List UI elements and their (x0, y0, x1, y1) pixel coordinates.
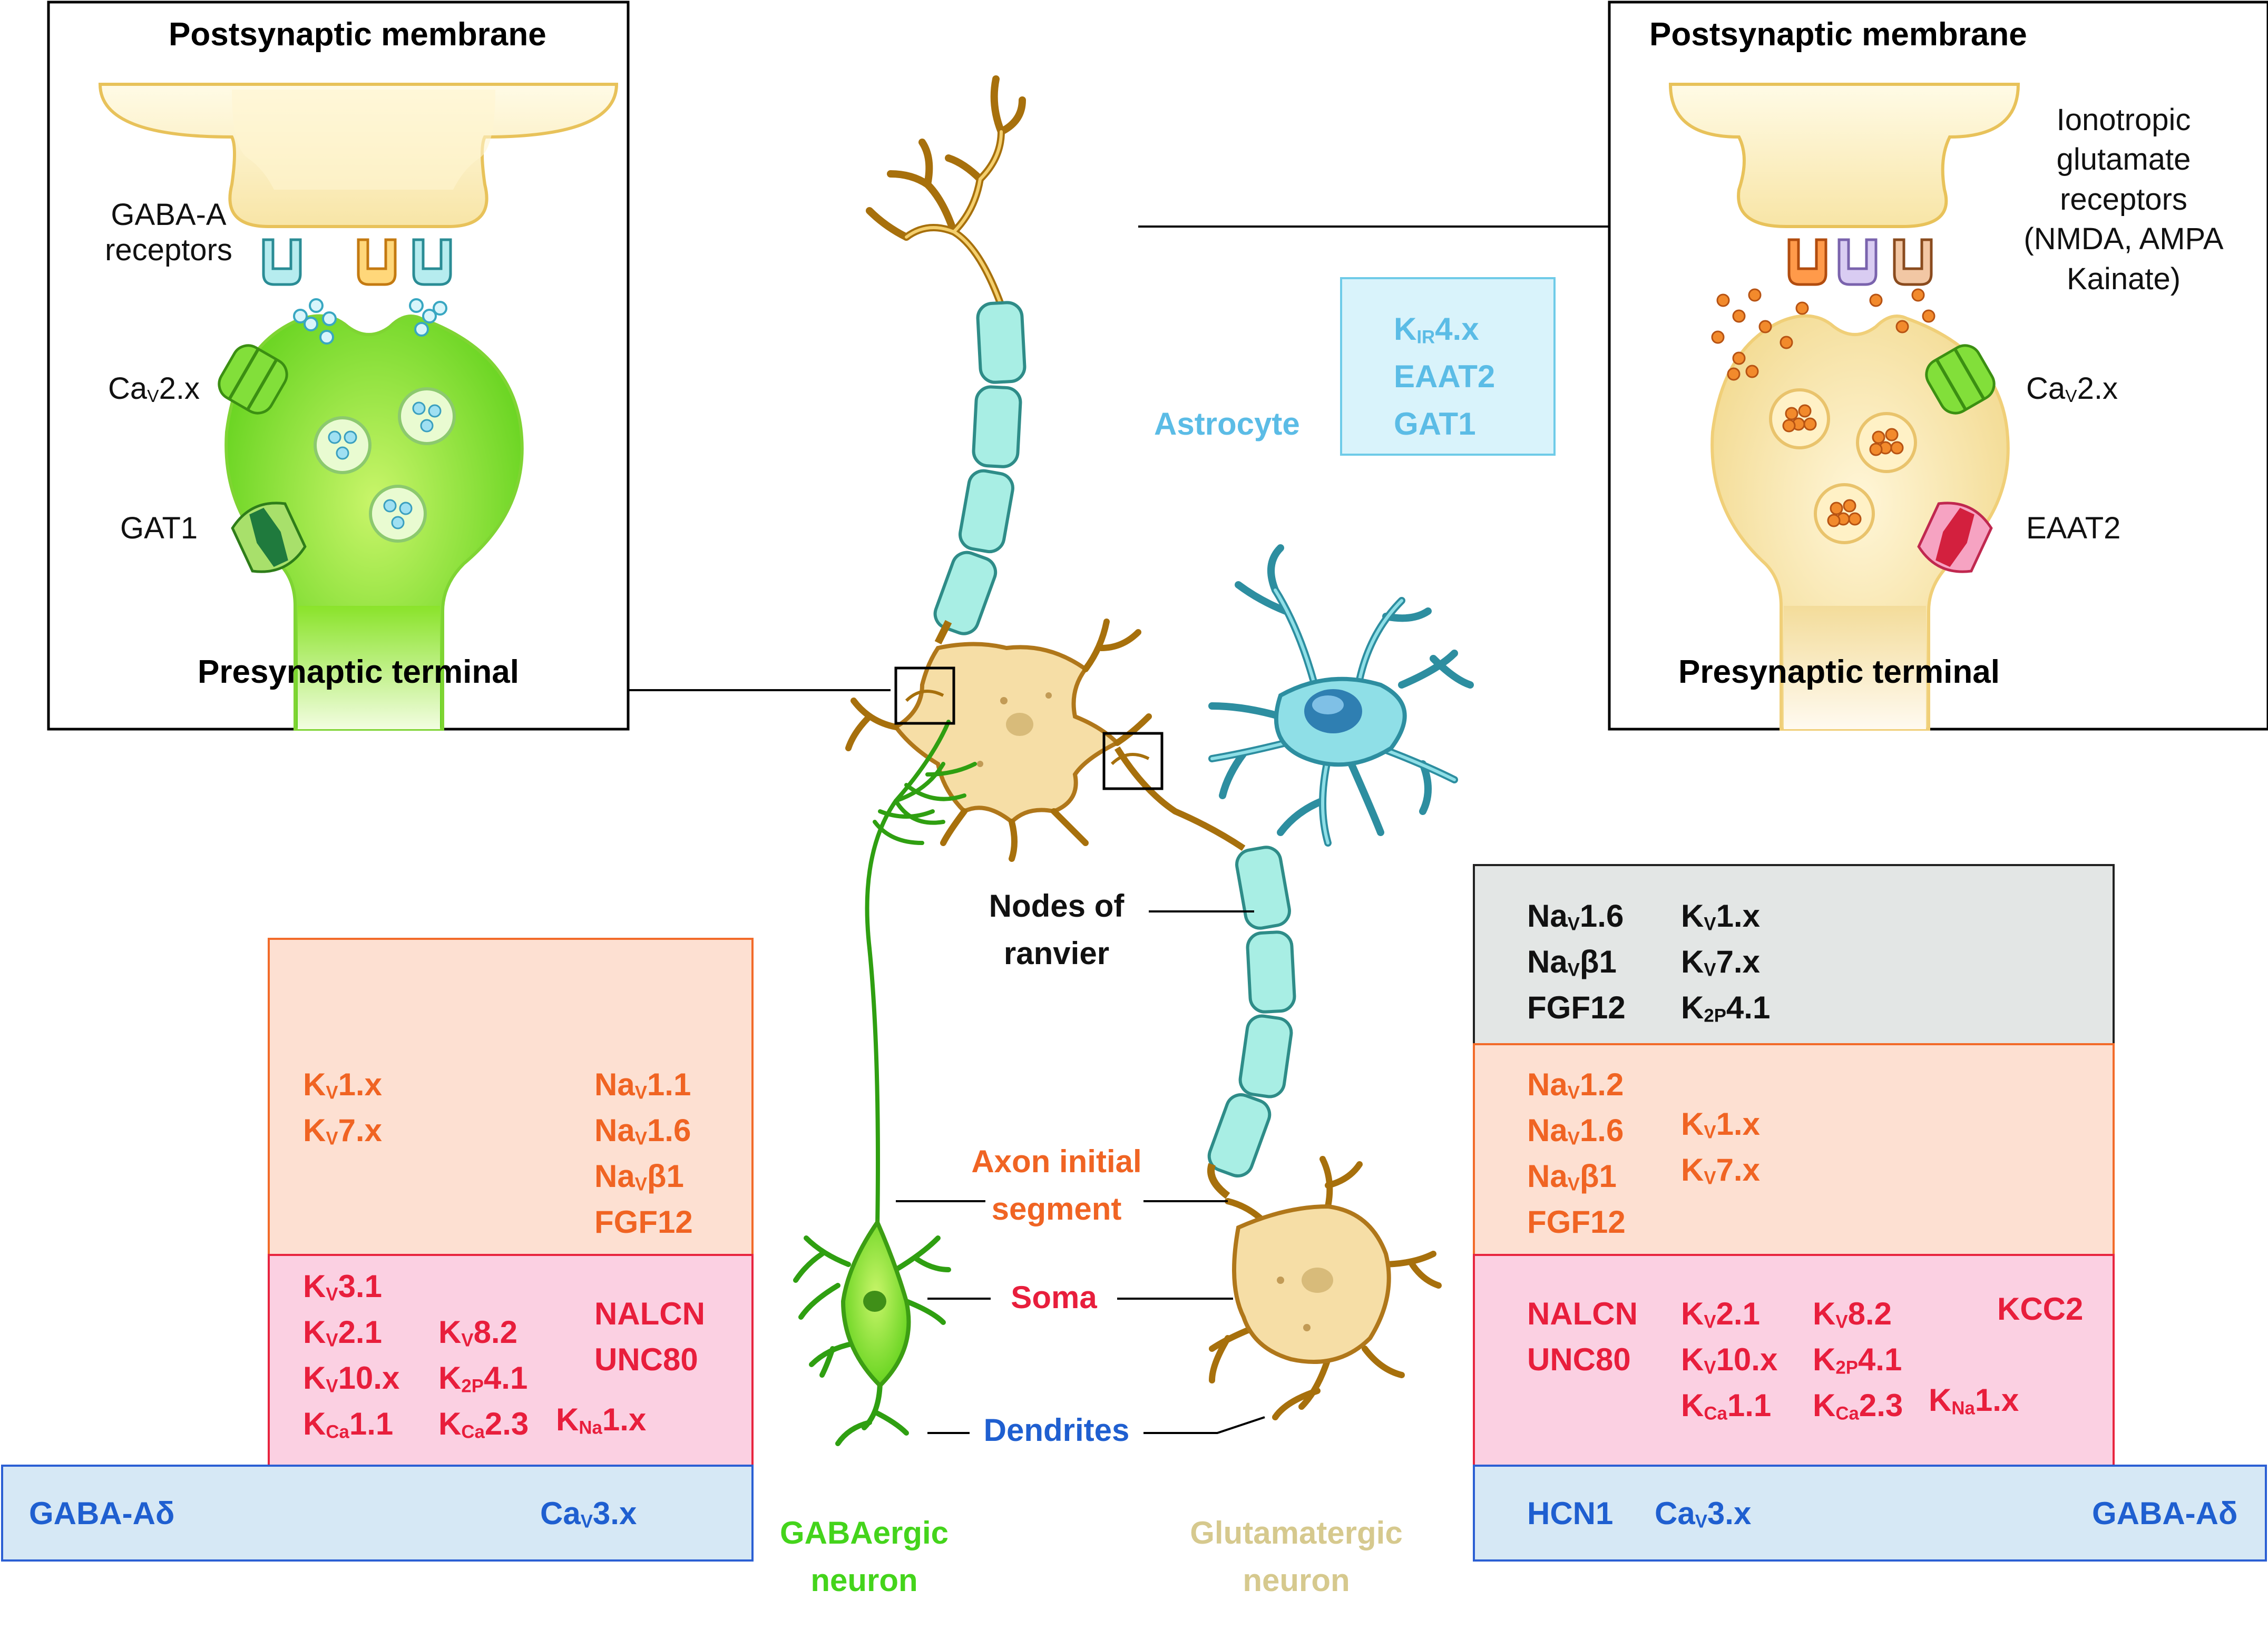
left-soma-kna: KNa1.x (556, 1402, 647, 1438)
gaba-inset-title: Postsynaptic membrane (169, 16, 546, 53)
left-ais-col2: NaV1.1 NaV1.6 NaVβ1 FGF12 (594, 1067, 693, 1240)
glu-eaat2-label: EAAT2 (2026, 511, 2121, 545)
glutamatergic-neuron-bottom (1209, 1156, 1442, 1420)
left-soma-col1: KV3.1 KV2.1 KV10.x KCa1.1 (303, 1269, 400, 1442)
gaba-gat1-label: GAT1 (120, 511, 198, 545)
gaba-a-receptor-icon (262, 238, 452, 286)
axon-initial-segment-label: Axon initial segment (971, 1144, 1142, 1226)
astrocyte-channels: KIR4.x EAAT2 GAT1 (1394, 311, 1495, 441)
right-soma-col1: NALCN UNC80 (1527, 1296, 1638, 1377)
left-ais-col1: KV1.x KV7.x (303, 1067, 382, 1149)
ionotropic-receptors-label: Ionotropic glutamate receptors (NMDA, AM… (2023, 103, 2224, 296)
synaptic-vesicle-icon (1769, 388, 1917, 544)
eaat2-transporter-icon (1917, 502, 1993, 573)
gabaergic-neuron-label: GABAergic neuron (779, 1515, 949, 1598)
gaba-synapse-inset (47, 1, 630, 731)
gabaergic-axon (865, 720, 977, 1230)
nodes-of-ranvier-label: Nodes of ranvier (989, 888, 1125, 971)
astrocyte-cell (1208, 544, 1474, 847)
left-dend-gaba-a-delta: GABA-Aδ (29, 1496, 175, 1531)
right-expression-panel (1473, 864, 2267, 1562)
gaba-a-receptors-label: GABA-A receptors (105, 198, 232, 267)
soma-label: Soma (1011, 1280, 1097, 1315)
glu-cav2-label: CaV2.x (2026, 371, 2118, 407)
right-dend-gaba-a-delta: GABA-Aδ (2092, 1496, 2238, 1531)
right-dend-hcn1: HCN1 (1527, 1496, 1614, 1531)
gabaergic-neuron (793, 1218, 951, 1446)
gaba-presynaptic-label: Presynaptic terminal (198, 654, 519, 690)
astrocyte-box (1340, 277, 1556, 456)
gaba-cav2-label: CaV2.x (108, 371, 200, 407)
right-nodes-col2: KV1.x KV7.x K2P4.1 (1681, 898, 1771, 1026)
cav2-channel-icon (218, 344, 288, 415)
right-nodes-col1: NaV1.6 NaVβ1 FGF12 (1527, 898, 1626, 1025)
right-soma-col3: KV8.2 K2P4.1 KCa2.3 (1813, 1296, 1903, 1424)
right-ais-col2: KV1.x KV7.x (1681, 1106, 1760, 1189)
synaptic-vesicle-icon (314, 387, 456, 543)
glutamate-synapse-inset (1608, 1, 2268, 731)
glutamatergic-neuron-top (845, 75, 1296, 1199)
left-soma-col2: KV8.2 K2P4.1 KCa2.3 (438, 1314, 529, 1442)
left-dend-cav3: CaV3.x (540, 1496, 637, 1532)
left-expression-panel (1, 938, 754, 1562)
glutamate-receptor-icon (1787, 238, 1933, 286)
cav2-channel-icon (1925, 344, 1996, 415)
right-dend-cav3: CaV3.x (1655, 1496, 1752, 1532)
gat1-transporter-icon (231, 502, 307, 573)
right-soma-col2: KV2.1 KV10.x KCa1.1 (1681, 1296, 1778, 1424)
right-soma-kcc2: KCC2 (1997, 1291, 2084, 1327)
right-ais-col1: NaV1.2 NaV1.6 NaVβ1 FGF12 (1527, 1067, 1626, 1240)
glutamatergic-neuron-label: Glutamatergic neuron (1190, 1515, 1403, 1598)
left-soma-col3: NALCN UNC80 (594, 1296, 705, 1377)
glu-presynaptic-label: Presynaptic terminal (1678, 654, 2000, 690)
right-soma-kna: KNa1.x (1929, 1382, 2019, 1419)
glu-inset-title: Postsynaptic membrane (1649, 16, 2027, 53)
dendrites-label: Dendrites (983, 1412, 1130, 1448)
astrocyte-label: Astrocyte (1154, 406, 1300, 441)
